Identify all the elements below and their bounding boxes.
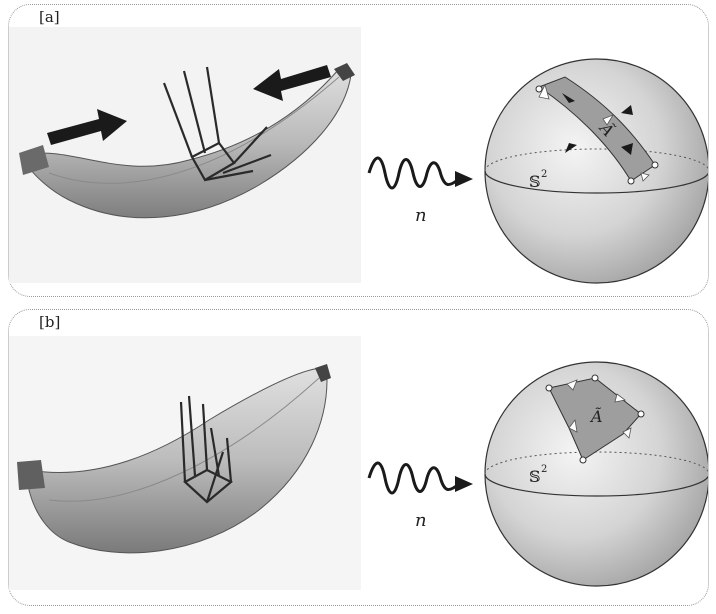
panel-label: [b] [39, 313, 61, 331]
map-arrow [367, 156, 473, 190]
sphere [484, 361, 708, 587]
region-label: Ã [589, 406, 603, 426]
panel-label: [a] [39, 8, 60, 26]
sphere-label: 𝕊 [529, 172, 541, 191]
map-arrow [367, 461, 473, 495]
panel-a-figure: n 𝕊 2 Ã [9, 27, 708, 284]
panel-a: [a] [8, 4, 709, 297]
map-label: n [415, 510, 427, 531]
banana-photo [9, 27, 361, 283]
sphere [484, 58, 708, 284]
sphere-label: 𝕊 [529, 467, 541, 486]
panel-b-figure: n 𝕊 2 Ã [9, 336, 708, 590]
sphere-label-sup: 2 [541, 464, 547, 475]
panel-b: [b] [8, 309, 709, 606]
sphere-label-sup: 2 [541, 169, 547, 180]
map-label: n [415, 205, 427, 226]
banana-photo [9, 336, 361, 590]
